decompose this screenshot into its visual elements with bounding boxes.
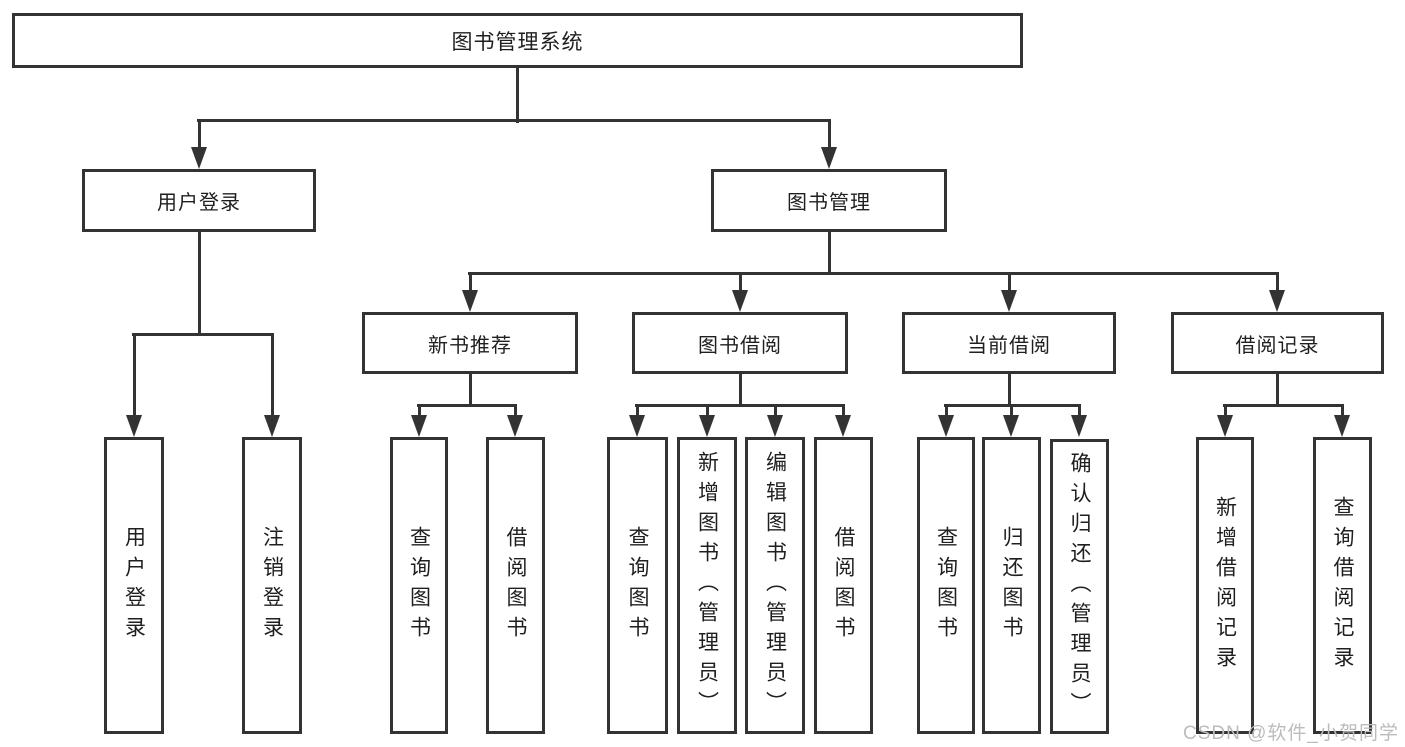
arrowhead-leaf bbox=[1217, 415, 1233, 437]
leaf-query-books-borrow: 查询图书 bbox=[607, 437, 668, 734]
connector-level2-rail bbox=[197, 119, 831, 122]
arrowhead-leaf bbox=[1334, 415, 1350, 437]
node-borrow-record: 借阅记录 bbox=[1171, 312, 1384, 374]
connector-drop-leaf bbox=[514, 404, 517, 419]
leaf-user-login: 用户登录 bbox=[104, 437, 164, 734]
leaf-edit-books-admin: 编辑图书（管理员） bbox=[745, 437, 805, 734]
node-book-management: 图书管理 bbox=[711, 169, 947, 232]
connector-user-login-rail bbox=[132, 333, 274, 336]
arrowhead-new-book bbox=[462, 290, 478, 312]
connector-user-login-stem bbox=[198, 232, 201, 336]
csdn-watermark: CSDN @软件_小贺同学 bbox=[1183, 723, 1399, 744]
connector-borrow-record-stem bbox=[1276, 374, 1279, 407]
arrowhead-leaf bbox=[629, 415, 645, 437]
arrowhead-current-borrow bbox=[1001, 290, 1017, 312]
arrowhead-borrow-record bbox=[1269, 290, 1285, 312]
connector-root-stem bbox=[516, 68, 519, 123]
connector-drop-leaf bbox=[1224, 404, 1227, 419]
arrowhead-book-borrow bbox=[732, 290, 748, 312]
connector-drop-leaf bbox=[636, 404, 639, 419]
connector-book-mgmt-stem bbox=[828, 232, 831, 275]
leaf-query-books-current: 查询图书 bbox=[917, 437, 975, 734]
node-book-borrow: 图书借阅 bbox=[632, 312, 848, 374]
arrowhead-leaf bbox=[767, 415, 783, 437]
connector-borrow-record-rail bbox=[1223, 404, 1344, 407]
connector-drop-logout-leaf bbox=[271, 333, 274, 417]
connector-drop-new-book bbox=[469, 272, 472, 292]
connector-drop-login-leaf bbox=[133, 333, 136, 417]
arrowhead-leaf bbox=[411, 415, 427, 437]
leaf-query-borrow-record: 查询借阅记录 bbox=[1313, 437, 1372, 734]
connector-drop-borrow-record bbox=[1276, 272, 1279, 292]
arrowhead-leaf bbox=[835, 415, 851, 437]
node-current-borrow: 当前借阅 bbox=[902, 312, 1116, 374]
node-new-book-recommend: 新书推荐 bbox=[362, 312, 578, 374]
connector-drop-leaf bbox=[774, 404, 777, 419]
node-root-library-system: 图书管理系统 bbox=[12, 13, 1023, 68]
connector-drop-leaf bbox=[418, 404, 421, 419]
connector-drop-user-login bbox=[198, 119, 201, 151]
connector-drop-leaf bbox=[945, 404, 948, 419]
arrowhead-login-leaf bbox=[126, 415, 142, 437]
connector-drop-current-borrow bbox=[1008, 272, 1011, 292]
connector-drop-leaf bbox=[1078, 404, 1081, 419]
arrowhead-leaf bbox=[938, 415, 954, 437]
connector-current-borrow-stem bbox=[1008, 374, 1011, 407]
connector-book-borrow-rail bbox=[635, 404, 845, 407]
arrowhead-logout-leaf bbox=[264, 415, 280, 437]
leaf-return-books: 归还图书 bbox=[982, 437, 1041, 734]
arrowhead-leaf bbox=[1071, 415, 1087, 437]
connector-drop-leaf bbox=[842, 404, 845, 419]
connector-drop-book-borrow bbox=[739, 272, 742, 292]
connector-drop-book-management bbox=[828, 119, 831, 151]
connector-drop-leaf bbox=[1010, 404, 1013, 419]
connector-drop-leaf bbox=[706, 404, 709, 419]
connector-drop-leaf bbox=[1341, 404, 1344, 419]
node-user-login: 用户登录 bbox=[82, 169, 316, 232]
leaf-add-borrow-record: 新增借阅记录 bbox=[1196, 437, 1254, 734]
leaf-borrow-books-recommend: 借阅图书 bbox=[486, 437, 545, 734]
connector-book-borrow-stem bbox=[739, 374, 742, 407]
connector-new-book-rail bbox=[417, 404, 517, 407]
arrowhead-leaf bbox=[699, 415, 715, 437]
leaf-confirm-return-admin: 确认归还（管理员） bbox=[1050, 439, 1109, 734]
connector-level3-rail bbox=[468, 272, 1278, 275]
leaf-query-books-recommend: 查询图书 bbox=[390, 437, 448, 734]
arrowhead-leaf bbox=[1003, 415, 1019, 437]
leaf-borrow-books: 借阅图书 bbox=[814, 437, 873, 734]
leaf-logout: 注销登录 bbox=[242, 437, 302, 734]
connector-new-book-stem bbox=[469, 374, 472, 407]
arrowhead-user-login bbox=[191, 147, 207, 169]
leaf-add-books-admin: 新增图书（管理员） bbox=[677, 437, 737, 734]
arrowhead-book-management bbox=[821, 147, 837, 169]
arrowhead-leaf bbox=[507, 415, 523, 437]
